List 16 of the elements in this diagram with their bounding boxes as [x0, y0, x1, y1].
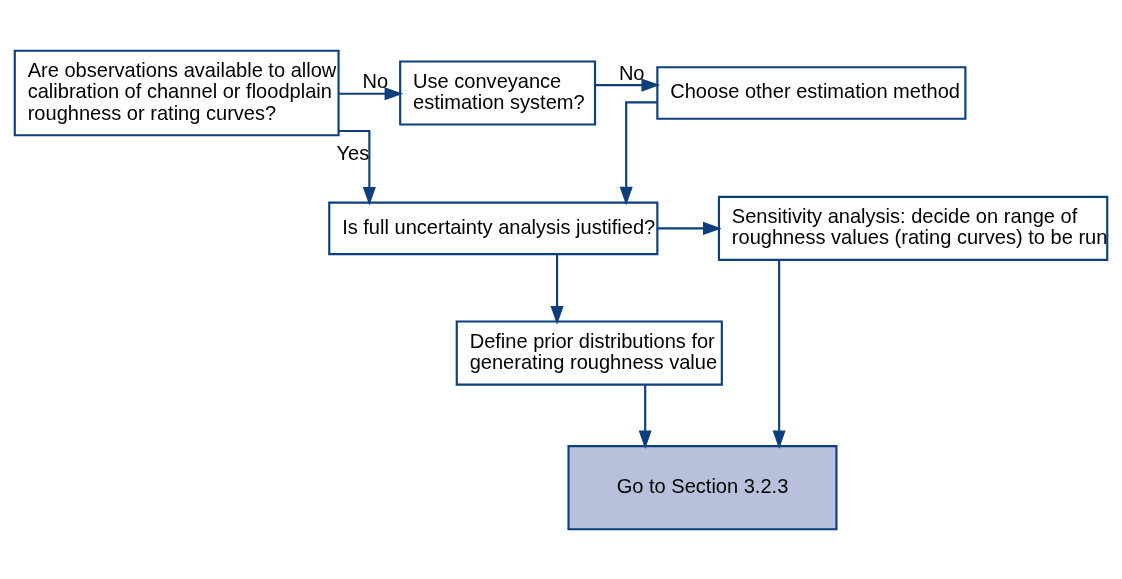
node-box: Use conveyance estimation system? — [399, 59, 597, 126]
arrow — [619, 100, 658, 206]
node-box: Choose other estimation method — [656, 65, 967, 120]
arrow — [339, 86, 404, 100]
arrow — [657, 221, 722, 235]
edge-label: No — [362, 69, 389, 92]
arrow — [550, 253, 564, 325]
node-box: Go to Section 3.2.3 — [567, 444, 838, 530]
arrow — [638, 384, 652, 449]
arrow — [772, 259, 786, 449]
node-box: Are observations available to allow calibration of channel or floodplain roughness or rating curves? — [13, 49, 340, 136]
arrow — [595, 78, 661, 92]
node-box: Is full uncertainty analysis justified? — [328, 201, 659, 255]
node-box: Sensitivity analysis: decide on range of roughness values (rating curves) to be run — [717, 195, 1109, 261]
node-box: Define prior distributions for generating roughness value — [455, 319, 723, 386]
edge-label: No — [618, 61, 645, 84]
